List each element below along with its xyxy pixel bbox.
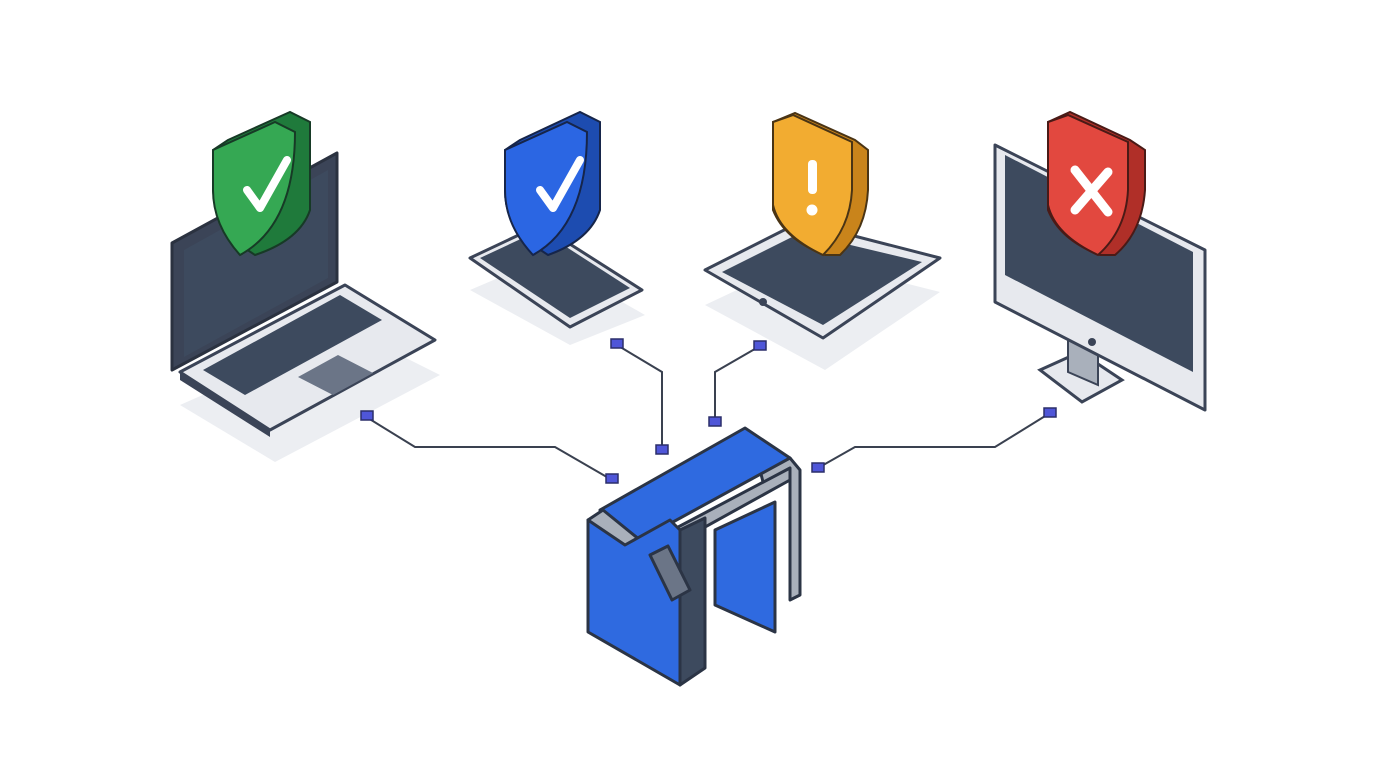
tablet-screen	[722, 233, 922, 325]
monitor-logo	[1088, 338, 1096, 346]
phone-screen	[480, 230, 630, 318]
tablet	[703, 220, 942, 340]
shield-blue	[504, 110, 601, 257]
laptop-base-edge	[180, 372, 270, 437]
node	[360, 410, 374, 421]
gate-side	[678, 516, 707, 687]
gate-scanner	[648, 544, 692, 602]
x-icon	[1070, 165, 1113, 217]
node	[708, 416, 722, 427]
laptop-touchpad	[298, 355, 373, 395]
connector-laptop	[367, 417, 613, 481]
node	[1043, 407, 1057, 418]
connector-phone	[616, 344, 663, 450]
shield-red	[1047, 110, 1146, 257]
exclamation-dot	[806, 204, 818, 216]
security-gate	[586, 426, 802, 687]
shield-orange	[772, 111, 869, 257]
node	[655, 444, 669, 455]
check-icon	[243, 156, 291, 212]
gate-front	[586, 518, 682, 687]
exclamation-icon	[808, 160, 817, 194]
smartphone	[468, 223, 644, 329]
laptop-keyboard	[203, 295, 382, 395]
connector-tablet	[714, 345, 761, 422]
connector-nodes	[360, 338, 1057, 484]
gate-back-panel	[713, 500, 777, 634]
shield-green	[212, 110, 311, 257]
node	[753, 340, 767, 351]
node	[605, 473, 619, 484]
node	[610, 338, 624, 349]
connector-lines	[367, 344, 1051, 481]
connector-monitor	[817, 412, 1051, 469]
tablet-home-button	[759, 298, 767, 306]
check-icon	[536, 156, 584, 212]
node	[811, 462, 825, 473]
